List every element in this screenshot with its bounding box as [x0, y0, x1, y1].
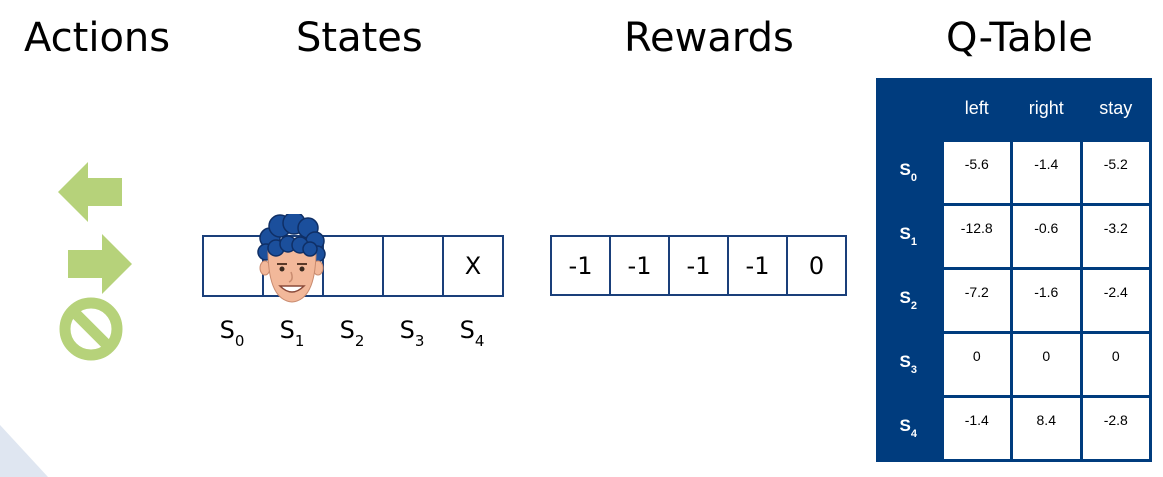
q-value-cell: -12.8 — [940, 202, 1013, 270]
q-table-row-label: S2 — [899, 288, 917, 313]
q-value-cell: -5.6 — [940, 138, 1013, 206]
q-value-cell: 8.4 — [1010, 394, 1083, 463]
state-label-0: S0 — [219, 316, 245, 350]
q-value-cell: -1.4 — [940, 394, 1013, 463]
q-value-cell: 0 — [1010, 330, 1083, 398]
q-table-row-label: S4 — [899, 416, 917, 441]
reward-cell: -1 — [670, 237, 729, 294]
q-value-cell: -2.8 — [1079, 394, 1152, 463]
q-table-row-label: S3 — [899, 352, 917, 377]
state-cell — [324, 237, 384, 295]
q-value-cell: 0 — [1079, 330, 1152, 398]
q-table-col-stay: stay — [1099, 97, 1133, 118]
arrow-right-icon — [68, 234, 132, 294]
q-value-cell: -1.4 — [1010, 138, 1083, 206]
q-table-col-left: left — [964, 97, 989, 118]
reward-cell: 0 — [808, 251, 825, 280]
rewards-heading: Rewards — [624, 15, 794, 61]
table-row: S0 -5.6 -1.4 -5.2 — [876, 138, 1152, 206]
reward-cell: -1 — [729, 237, 788, 294]
rewards-strip: -1 -1 -1 -1 0 — [550, 235, 847, 296]
terminal-state-cell: X — [464, 252, 482, 280]
q-value-cell: -0.6 — [1010, 202, 1083, 270]
state-label-1: S1 — [279, 316, 305, 350]
state-label-4: S4 — [459, 316, 485, 350]
q-table-col-right: right — [1028, 97, 1064, 118]
states-strip: X — [202, 235, 504, 297]
table-row: S2 -7.2 -1.6 -2.4 — [876, 266, 1152, 334]
q-value-cell: -5.2 — [1079, 138, 1152, 206]
state-cell — [204, 237, 264, 295]
agent-face-icon — [257, 214, 326, 303]
arrow-left-icon — [58, 162, 122, 222]
reward-cell: -1 — [611, 237, 670, 294]
q-table-header-row: left right stay — [876, 78, 1151, 140]
table-row: S1 -12.8 -0.6 -3.2 — [876, 202, 1152, 270]
qtable-heading: Q-Table — [946, 15, 1093, 61]
table-row: S3 0 0 0 — [876, 330, 1152, 398]
q-value-cell: -7.2 — [940, 266, 1013, 334]
no-entry-icon — [59, 297, 123, 361]
q-table: left right stay S0 -5.6 -1.4 -5.2 S1 -12… — [876, 78, 1152, 463]
reward-cell: -1 — [552, 237, 611, 294]
q-value-cell: -1.6 — [1010, 266, 1083, 334]
state-cell — [384, 237, 444, 295]
q-table-row-label: S1 — [899, 224, 917, 249]
q-table-corner — [876, 78, 942, 140]
state-label-3: S3 — [399, 316, 425, 350]
q-value-cell: 0 — [940, 330, 1013, 398]
q-value-cell: -3.2 — [1079, 202, 1152, 270]
table-row: S4 -1.4 8.4 -2.8 — [876, 394, 1152, 463]
q-table-row-label: S0 — [899, 160, 917, 185]
states-heading: States — [296, 15, 423, 61]
actions-heading: Actions — [24, 15, 171, 61]
q-value-cell: -2.4 — [1079, 266, 1152, 334]
state-label-2: S2 — [339, 316, 365, 350]
